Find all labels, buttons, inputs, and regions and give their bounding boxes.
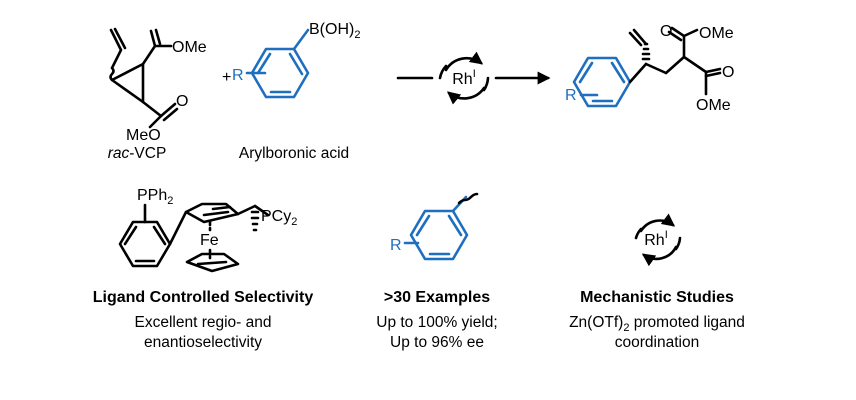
vcp-upper-ome: OMe	[172, 39, 207, 56]
ligand-pph2-label: PPh2	[137, 187, 173, 207]
rh-catalytic-cycle-icon: RhI	[438, 51, 490, 105]
vcp-lower-meo: MeO	[126, 127, 161, 144]
feature-ligand-line-1: Excellent regio- and	[135, 314, 272, 331]
feature-mechanistic-heading: Mechanistic Studies	[580, 289, 734, 306]
product-lower-o: O	[722, 64, 734, 81]
aryl-r-group: R	[390, 237, 402, 254]
arylboronic-acid-structure: R B(OH)2	[232, 21, 360, 99]
product-upper-o: O	[660, 23, 672, 40]
feature-mechanistic-line-2: coordination	[615, 334, 699, 351]
rh-cycle-label: RhI	[644, 229, 668, 249]
vcp-caption: rac-VCP	[108, 145, 167, 162]
vinylcyclopropane-structure: OMe O MeO	[109, 27, 207, 144]
feature-examples-line-1: Up to 100% yield;	[376, 314, 498, 331]
hashed-wedge	[641, 42, 651, 61]
product-r-group: R	[565, 87, 577, 104]
product-lower-ome: OMe	[696, 97, 731, 114]
product-structure: R OMe O O OMe	[565, 23, 734, 114]
ligand-pcy2-label: PCy2	[261, 208, 297, 228]
feature-mechanistic-line-1: Zn(OTf)2 promoted ligand	[569, 314, 745, 334]
rh-catalyst-label: RhI	[452, 68, 476, 88]
ferrocenyl-ligand-structure: PPh2 Fe PCy2	[118, 187, 297, 273]
ligand-hashed-wedge	[250, 210, 260, 232]
substituted-aryl-structure: R	[390, 192, 479, 261]
rh-cycle-icon: RhI	[634, 213, 682, 267]
plus-sign: +	[222, 69, 231, 86]
feature-examples-line-2: Up to 96% ee	[390, 334, 484, 351]
product-upper-ome: OMe	[699, 25, 734, 42]
ligand-fe-label: Fe	[200, 232, 219, 249]
boronic-group: B(OH)2	[309, 21, 360, 41]
feature-ligand-heading: Ligand Controlled Selectivity	[93, 289, 314, 306]
feature-ligand-line-2: enantioselectivity	[144, 334, 262, 351]
feature-examples-heading: >30 Examples	[384, 289, 490, 306]
boronic-caption: Arylboronic acid	[239, 145, 349, 162]
vcp-carbonyl-o: O	[176, 93, 188, 110]
boronic-r-group: R	[232, 67, 244, 84]
